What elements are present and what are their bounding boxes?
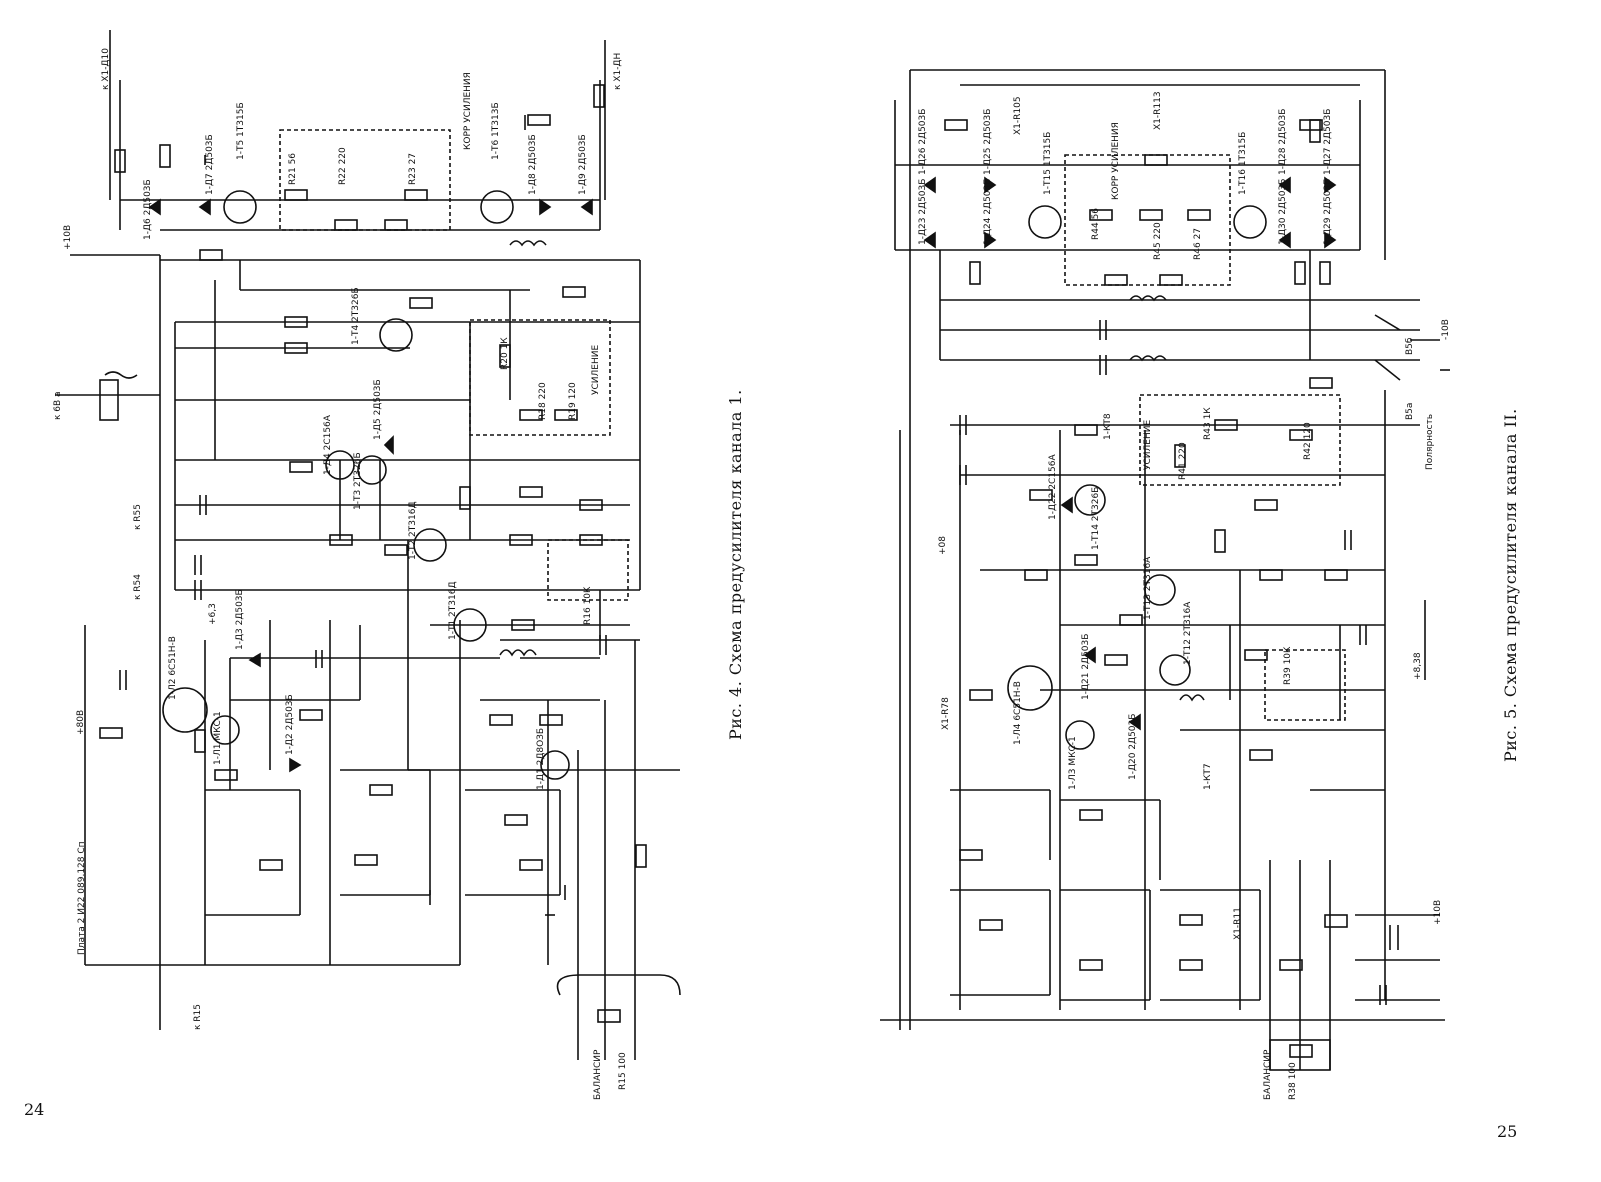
- label-polarity: Полярность: [1425, 414, 1435, 470]
- label-l1: 1-Л1 МКС-1: [213, 711, 223, 765]
- label-plus80v: +80В: [76, 710, 86, 735]
- label-d1: 1-Д1 2Д8ОЗБ: [536, 728, 546, 790]
- label-t12: 1-Т12 2Т316А: [1183, 601, 1193, 665]
- label-gain-2: УСИЛЕНИЕ: [1143, 420, 1153, 470]
- label-r41: R41 220: [1178, 442, 1188, 480]
- label-kx1-r105: Х1-R105: [1013, 96, 1023, 135]
- label-balance: БАЛАНСИР: [593, 1049, 603, 1100]
- label-k6v: к 6В а: [53, 391, 63, 420]
- label-kx1-dn: к Х1-ДН: [613, 53, 623, 90]
- label-d22: 1-Д22 2С156А: [1048, 453, 1058, 520]
- label-t1: 1-Т1 2Т316Д: [448, 582, 458, 641]
- label-t2: 1-Т2 2Т316Д: [408, 502, 418, 561]
- label-r15: R15 100: [618, 1052, 628, 1090]
- label-d5: 1-Д5 2Д503Б: [373, 379, 383, 440]
- label-kx1-r78: Х1-R78: [941, 697, 951, 730]
- label-l4: 1-Л4 6С51Н-В: [1013, 681, 1023, 745]
- label-r19: R19 120: [568, 382, 578, 420]
- label-d3: 1-Д3 2Д503Б: [235, 589, 245, 650]
- label-d8: 1-Д8 2Д503Б: [528, 134, 538, 195]
- label-minus10v: -10В: [1441, 319, 1451, 340]
- label-r21: R21 56: [288, 153, 298, 185]
- label-d24: 1-Д24 2Д503Б: [983, 179, 993, 245]
- label-gain-corr-2: КОРР УСИЛЕНИЯ: [1111, 122, 1121, 200]
- label-kt8: 1-КТ8: [1103, 413, 1113, 440]
- label-t4: 1-Т4 2Т326Б: [351, 287, 361, 345]
- label-r45: R45 220: [1153, 222, 1163, 260]
- label-r42: R42 120: [1303, 422, 1313, 460]
- label-b5a: В5а: [1405, 403, 1415, 420]
- label-d21: 1-Д21 2Д503Б: [1081, 634, 1091, 700]
- label-d23: 1-Д23 2Д503Б: [918, 179, 928, 245]
- label-d20: 1-Д20 2Д503Б: [1128, 714, 1138, 780]
- label-t6: 1-Т6 1Т313Б: [491, 102, 501, 160]
- label-d9: 1-Д9 2Д503Б: [578, 134, 588, 195]
- label-plus10v: +10В: [63, 225, 73, 250]
- label-r38: R38 100: [1288, 1062, 1298, 1100]
- label-k-r55: к R55: [133, 504, 143, 530]
- label-d25: 1-Д25 2Д503Б: [983, 109, 993, 175]
- label-d28: 1-Д28 2Д503Б: [1278, 109, 1288, 175]
- label-r22: R22 220: [338, 147, 348, 185]
- label-k-r15: к R15: [193, 1004, 203, 1030]
- label-b5b: В5б: [1405, 337, 1415, 355]
- label-kx1-r113: Х1-R113: [1153, 91, 1163, 130]
- label-plus10v-2: +10В: [1433, 900, 1443, 925]
- page-number-right: 25: [1497, 1122, 1518, 1141]
- label-kt7: 1-КТ7: [1203, 763, 1213, 790]
- label-r18: R18 220: [538, 382, 548, 420]
- label-balance-2: БАЛАНСИР: [1263, 1049, 1273, 1100]
- label-r46: R46 27: [1193, 228, 1203, 260]
- label-r16: R16 10К: [583, 586, 593, 625]
- label-d4: 1-Д4 2С156А: [323, 414, 333, 475]
- label-r43: R43 1К: [1203, 407, 1213, 440]
- label-t5: 1-Т5 1Т315Б: [236, 102, 246, 160]
- label-r44: R44 56: [1091, 208, 1101, 240]
- label-r23: R23 27: [408, 153, 418, 185]
- page-number-left: 24: [24, 1100, 45, 1119]
- label-t3: 1-Т3 2Т326Б: [353, 452, 363, 510]
- label-l2: 1-Л2 6С51Н-В: [168, 636, 178, 700]
- label-t14: 1-Т14 2Т326Б: [1091, 487, 1101, 550]
- label-board: Плата 2 И22 089.128 Сп: [77, 841, 87, 955]
- label-l3: 1-Л3 МКС-1: [1068, 736, 1078, 790]
- label-d27: 1-Д27 2Д503Б: [1323, 109, 1333, 175]
- label-plus838: +8,38: [1413, 652, 1423, 680]
- label-gain-corr: КОРР УСИЛЕНИЯ: [463, 72, 473, 150]
- label-gain: УСИЛЕНИЕ: [591, 345, 601, 395]
- label-kx1-r11: Х1-R11: [1233, 907, 1243, 940]
- label-d7: 1-Д7 2Д503Б: [205, 134, 215, 195]
- label-plus08: +08: [938, 536, 948, 555]
- label-d29: 1-Д29 2Д503Б: [1323, 179, 1333, 245]
- label-plus63: +6,3: [208, 603, 218, 625]
- label-d2: 1-Д2 2Д503Б: [285, 694, 295, 755]
- label-t15: 1-Т15 1Т315Б: [1043, 132, 1053, 195]
- label-d26: 1-Д26 2Д503Б: [918, 109, 928, 175]
- label-kx1-d10: к Х1-Д10: [101, 48, 111, 90]
- label-d6: 1-Д6 2Д503Б: [143, 179, 153, 240]
- label-d30: 1-Д30 2Д503Б: [1278, 179, 1288, 245]
- label-r39: R39 10К: [1283, 646, 1293, 685]
- label-r20: R20 1К: [500, 337, 510, 370]
- label-t13: 1-Т13 2Т316А: [1143, 556, 1153, 620]
- label-t16: 1-Т16 1Т315Б: [1238, 132, 1248, 195]
- label-k-r54: к R54: [133, 574, 143, 600]
